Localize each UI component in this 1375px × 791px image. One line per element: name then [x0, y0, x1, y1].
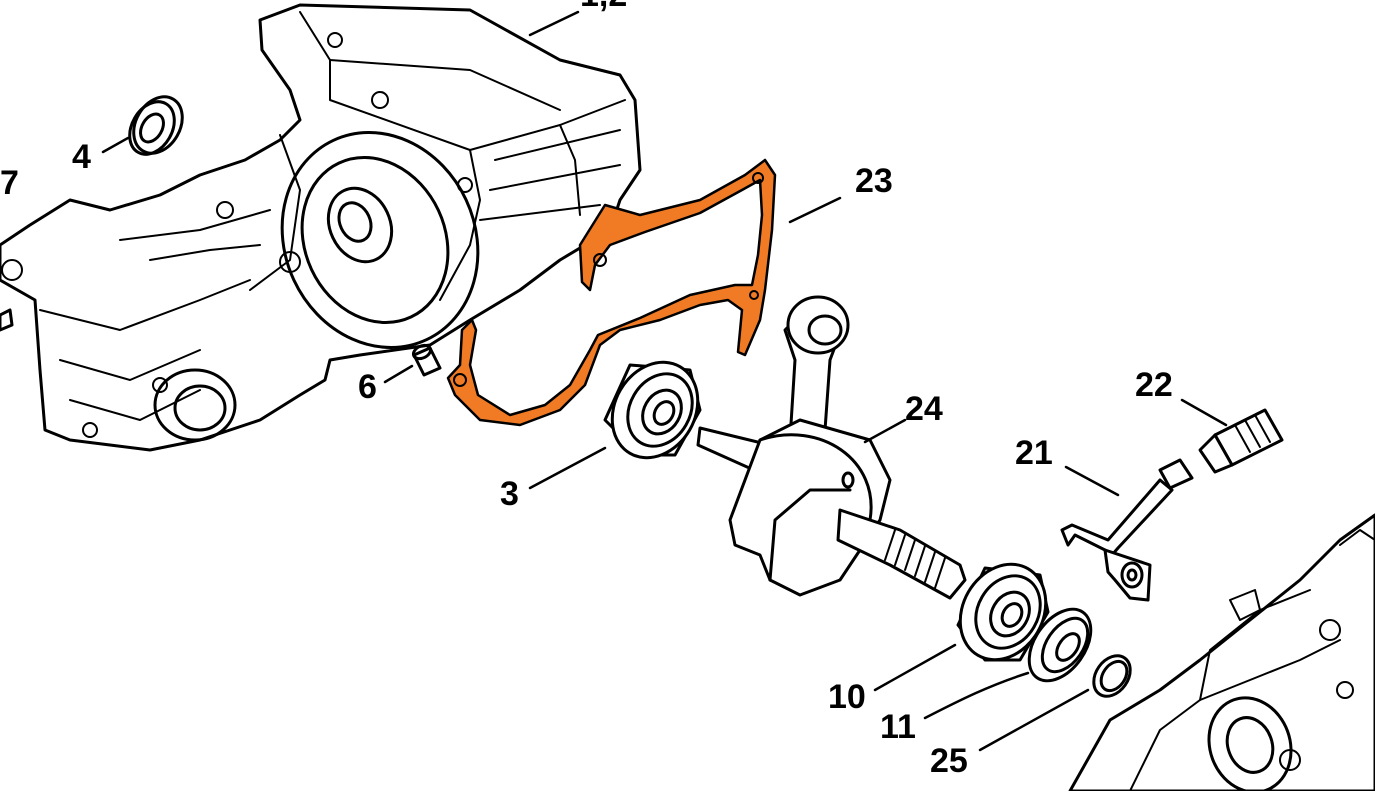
leader-25 — [978, 688, 1090, 752]
part-labels: 1,2 4 7 23 6 3 24 22 21 10 11 25 — [0, 0, 1173, 780]
label-25: 25 — [930, 742, 968, 780]
label-10: 10 — [828, 678, 866, 716]
leader-22 — [1180, 398, 1228, 427]
leader-lines — [101, 10, 1228, 752]
plug-part-22 — [1198, 408, 1284, 474]
label-22: 22 — [1135, 366, 1173, 404]
leader-6 — [383, 364, 414, 384]
label-24: 24 — [905, 390, 943, 428]
label-7: 7 — [0, 164, 19, 202]
label-23: 23 — [855, 162, 893, 200]
crankcase-right-half — [1068, 513, 1375, 791]
crankshaft-part-24 — [696, 295, 967, 600]
label-21: 21 — [1015, 434, 1053, 472]
leader-4 — [101, 136, 130, 154]
tube-part-21 — [1060, 458, 1194, 602]
leader-24 — [863, 418, 907, 444]
part-7-fragment — [0, 308, 14, 332]
gasket-part-23 — [446, 158, 777, 427]
label-11: 11 — [880, 708, 916, 746]
leader-23 — [788, 196, 842, 224]
washer-part-11 — [1027, 607, 1093, 683]
leader-11 — [923, 671, 1030, 720]
crankcase-left-half — [0, 3, 642, 452]
label-6: 6 — [358, 368, 377, 406]
leader-10 — [873, 643, 957, 692]
leader-3 — [528, 446, 607, 490]
circlip-part-25 — [1092, 654, 1132, 698]
bearing-part-3 — [603, 360, 702, 460]
leader-21 — [1064, 465, 1120, 497]
leader-1-2 — [528, 10, 580, 37]
label-1-2: 1,2 — [580, 0, 627, 14]
label-4: 4 — [72, 138, 91, 176]
gasket-shape — [446, 158, 777, 427]
label-3: 3 — [500, 475, 519, 513]
bearing-part-10 — [956, 562, 1050, 662]
oil-seal-part-4 — [128, 95, 184, 156]
sleeve-part-6 — [411, 343, 442, 377]
